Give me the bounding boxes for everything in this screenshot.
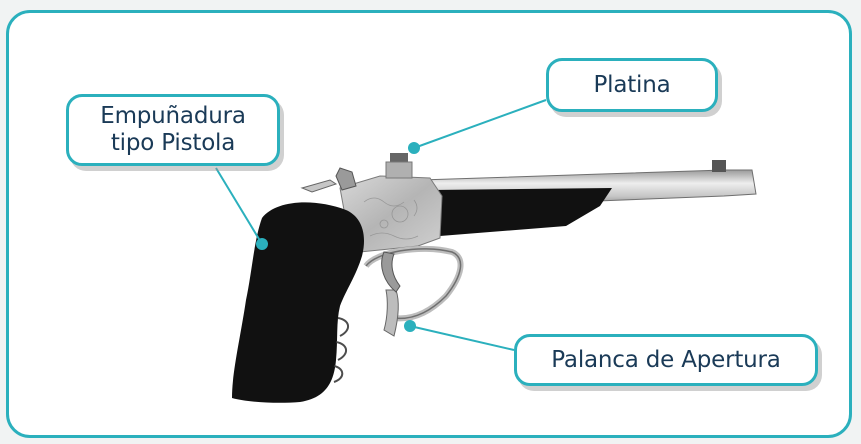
platina-leader-dot: [408, 142, 420, 154]
grip: [232, 202, 365, 403]
lever-label-text: Palanca de Apertura: [551, 346, 781, 373]
grip-leader-line: [215, 167, 263, 245]
grip-label-line2: tipo Pistola: [110, 130, 236, 156]
trigger-guard: [363, 245, 464, 322]
lever-leader-dot: [404, 320, 416, 332]
grip-label-line1: Empuñadura: [100, 103, 246, 129]
front-sight: [712, 160, 726, 172]
rear-sight: [390, 153, 408, 163]
lever-leader-line: [409, 325, 515, 351]
platina-label: Platina: [546, 58, 718, 112]
platina-leader-line: [413, 99, 547, 149]
grip-leader-dot: [256, 238, 268, 250]
forend: [432, 188, 612, 236]
opening-lever: [383, 289, 399, 337]
grip-label: Empuñadura tipo Pistola: [66, 94, 280, 166]
platina-label-text: Platina: [593, 71, 671, 98]
hammer: [335, 167, 357, 191]
lever-label: Palanca de Apertura: [514, 334, 818, 386]
trigger: [381, 251, 401, 293]
